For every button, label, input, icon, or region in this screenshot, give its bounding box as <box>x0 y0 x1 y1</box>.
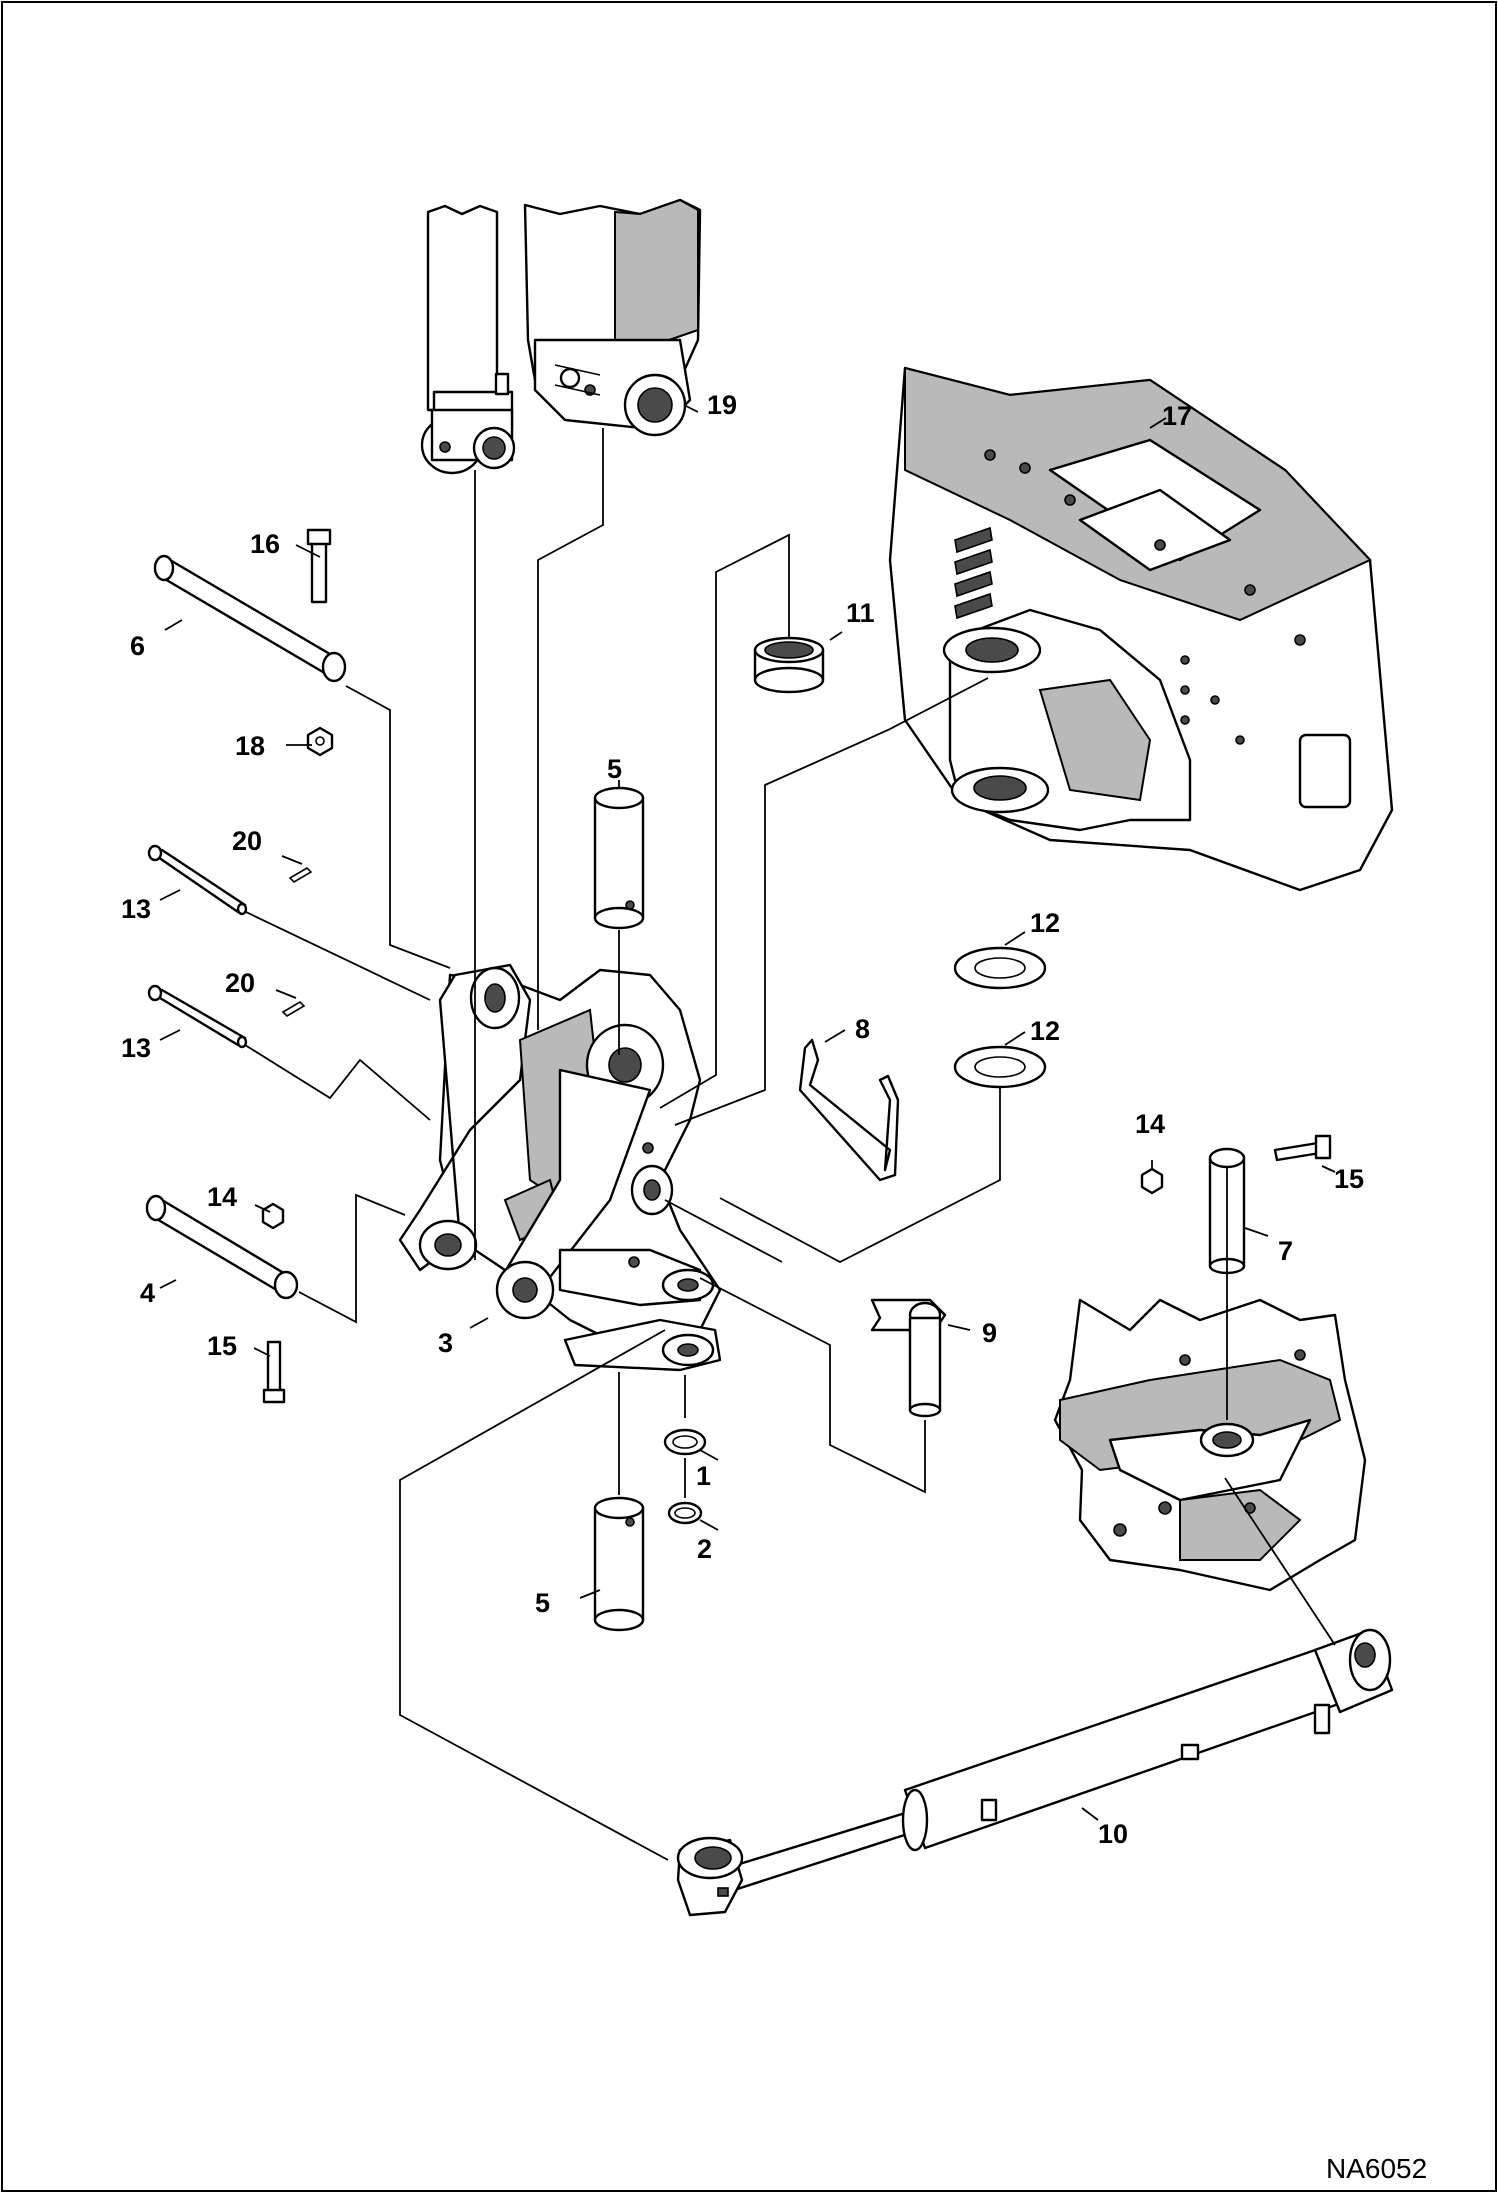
arm-cylinder-stub <box>420 204 516 475</box>
pin-13-lower <box>147 984 248 1049</box>
bushing-11 <box>753 636 825 694</box>
callout-12-upper: 12 <box>1030 908 1060 938</box>
frame-vents <box>954 526 993 620</box>
callout-13-lower: 13 <box>121 1033 151 1063</box>
callout-3: 3 <box>438 1328 453 1358</box>
callout-6: 6 <box>130 631 145 661</box>
callout-5-upper: 5 <box>607 754 622 784</box>
callout-14-left: 14 <box>207 1182 237 1212</box>
callout-2: 2 <box>697 1534 712 1564</box>
callout-4: 4 <box>140 1278 155 1308</box>
cotter-20-lower <box>281 1000 306 1018</box>
nut-14-right <box>1140 1167 1164 1195</box>
pin-13-upper <box>147 844 248 916</box>
bolt-16 <box>306 528 332 604</box>
callout-20-upper: 20 <box>232 826 262 856</box>
cotter-20-upper <box>288 866 313 884</box>
callout-11: 11 <box>846 598 875 628</box>
callout-15-right: 15 <box>1334 1164 1364 1194</box>
callout-15-left: 15 <box>207 1331 237 1361</box>
frame-detail-inset <box>1053 1298 1367 1592</box>
callout-5-lower: 5 <box>535 1588 550 1618</box>
callout-19: 19 <box>707 390 737 420</box>
callout-20-lower: 20 <box>225 968 255 998</box>
pin-6 <box>153 554 347 683</box>
callout-16: 16 <box>250 529 280 559</box>
callout-8: 8 <box>855 1014 870 1044</box>
bolt-15-left <box>262 1340 286 1404</box>
callout-13-upper: 13 <box>121 894 151 924</box>
pin-5-lower <box>593 1496 645 1632</box>
callout-9: 9 <box>982 1318 997 1348</box>
frame-bolts <box>984 449 1306 745</box>
pin-9 <box>870 1298 947 1418</box>
pin-5-upper <box>593 786 645 930</box>
boom-stub-19 <box>523 198 702 437</box>
callout-10: 10 <box>1098 1819 1128 1849</box>
shim-12-lower <box>953 1045 1047 1089</box>
bolt-15-right <box>1273 1134 1332 1162</box>
swing-bracket-3 <box>398 963 722 1372</box>
pin-4 <box>145 1194 299 1300</box>
figure-reference-code: NA6052 <box>1326 2153 1427 2184</box>
nut-18 <box>306 726 334 757</box>
shim-12-upper <box>953 946 1047 990</box>
washer-1 <box>663 1428 707 1456</box>
callout-17: 17 <box>1162 401 1192 431</box>
callout-leaders <box>159 404 1336 1821</box>
nut-14-left <box>261 1202 285 1230</box>
callout-18: 18 <box>235 731 265 761</box>
upperstructure-frame-17 <box>888 366 1394 892</box>
swing-cylinder-10 <box>676 1628 1394 1917</box>
snap-ring-2 <box>667 1501 703 1525</box>
callout-12-lower: 12 <box>1030 1016 1060 1046</box>
callout-14-right: 14 <box>1135 1109 1165 1139</box>
strap-8 <box>798 1038 900 1182</box>
callout-labels: 1 2 3 4 5 5 6 7 8 9 10 11 12 12 13 13 14… <box>121 390 1364 1849</box>
callout-1: 1 <box>696 1461 711 1491</box>
assembly-lines <box>244 428 1336 1861</box>
callout-7: 7 <box>1278 1236 1293 1266</box>
